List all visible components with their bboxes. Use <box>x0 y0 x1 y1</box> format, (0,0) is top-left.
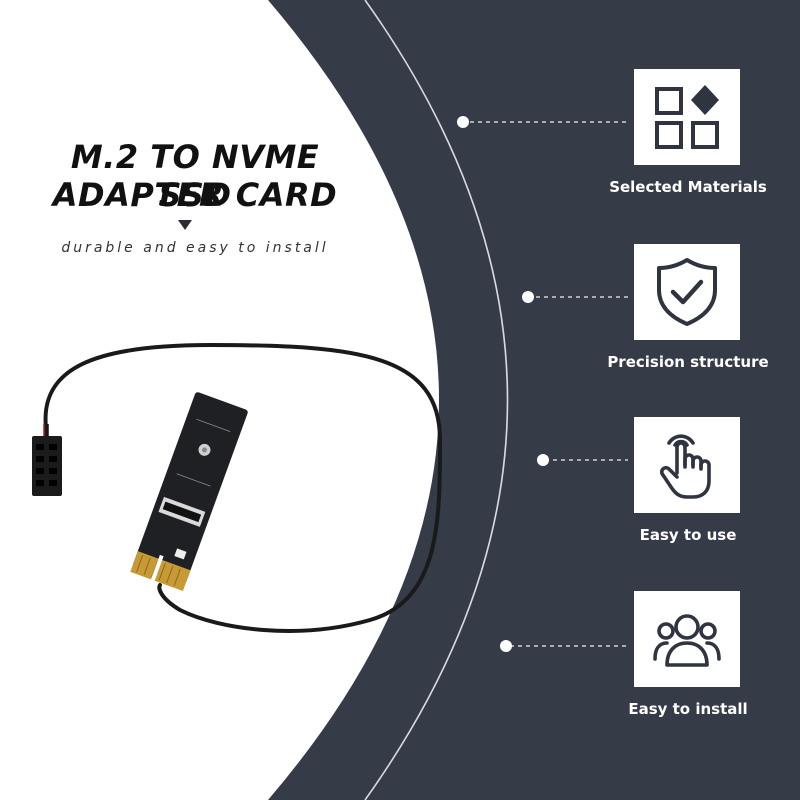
users-group-icon <box>653 614 721 667</box>
grid-diamond-icon <box>655 85 719 149</box>
shield-check-icon <box>657 258 717 326</box>
icon-card <box>634 591 740 687</box>
icon-card <box>634 244 740 340</box>
feature-selected-materials: Selected Materials <box>584 69 792 219</box>
title-line-1: M.2 TO NVME SSD <box>70 138 320 214</box>
curve-line <box>364 0 509 800</box>
triangle-down-icon <box>178 220 192 230</box>
feature-label: Easy to install <box>628 700 748 718</box>
feature-easy-to-use: Easy to use <box>584 417 792 567</box>
icon-card <box>634 69 740 165</box>
tagline: durable and easy to install <box>61 240 329 256</box>
feature-label: Selected Materials <box>609 178 767 196</box>
header-connector <box>32 436 62 496</box>
adapter-board <box>130 392 248 591</box>
feature-precision-structure: Precision structure <box>584 244 792 394</box>
feature-easy-to-install: Easy to install <box>584 591 792 741</box>
product-image <box>32 342 443 633</box>
icon-card <box>634 417 740 513</box>
connector-dots <box>457 116 549 652</box>
feature-label: Precision structure <box>607 353 769 371</box>
connector-lines <box>470 121 628 647</box>
cable <box>43 342 443 633</box>
title-line-2: ADAPTER CARD <box>52 176 338 214</box>
hand-pointer-icon <box>659 434 711 499</box>
feature-label: Easy to use <box>639 526 737 544</box>
